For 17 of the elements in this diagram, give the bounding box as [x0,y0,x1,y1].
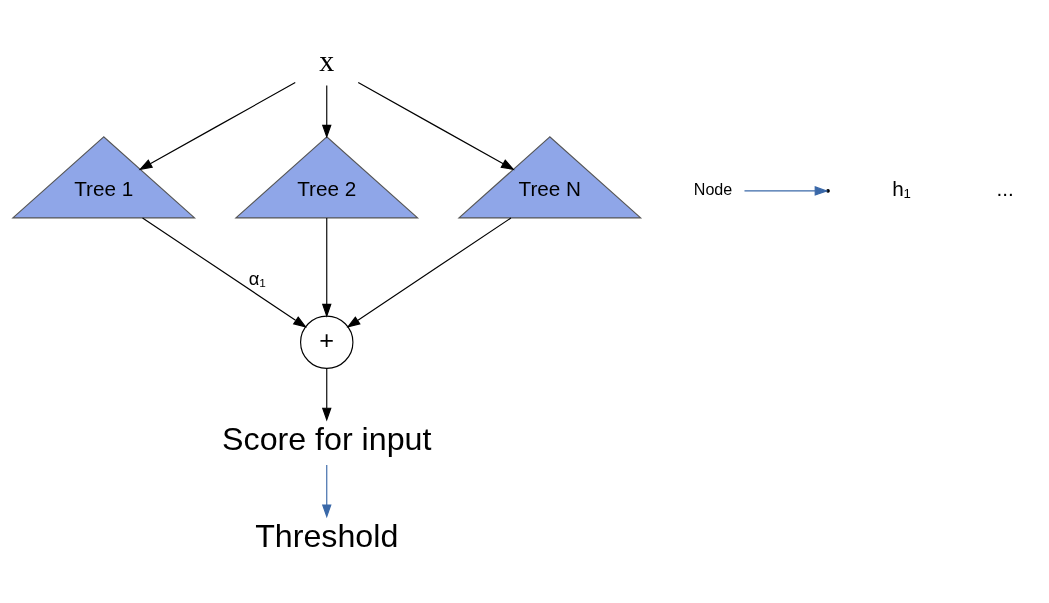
node-text: Node [693,179,733,198]
arrow [321,84,332,139]
node-text: x [319,43,335,77]
edge-label: α₁ [248,267,266,289]
arrow [321,216,332,318]
label: h₁ [892,176,911,200]
node-text: Score for input [222,420,432,457]
arrow [138,81,296,170]
arrow [321,367,332,422]
label: ... [996,176,1014,200]
node-circle: + [300,315,354,369]
arrow [142,216,307,328]
node-text: Threshold [255,517,399,554]
arrow [321,463,332,518]
arrow [346,216,512,328]
arrow [357,81,515,170]
arrow [743,185,829,196]
